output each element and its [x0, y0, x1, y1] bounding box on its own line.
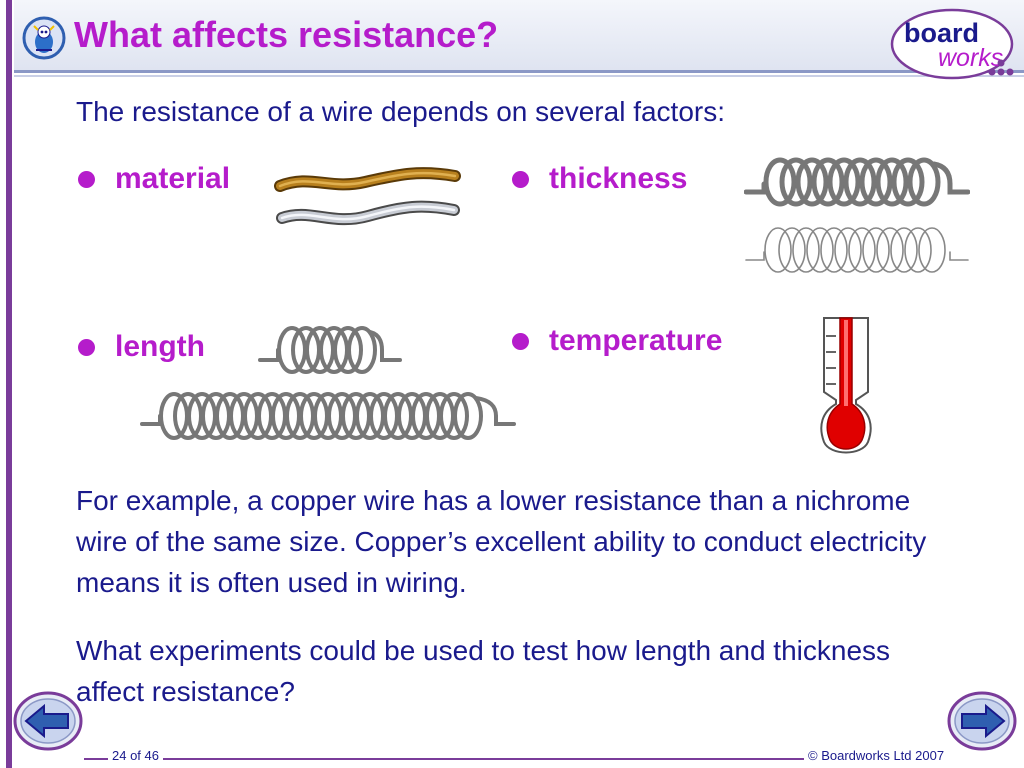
example-paragraph: For example, a copper wire has a lower r…: [76, 485, 927, 598]
boardworks-logo: board works: [890, 8, 1014, 80]
material-wires-illustration: [274, 167, 461, 226]
page-indicator: 24 of 46: [108, 748, 163, 763]
bullet-temperature: temperature: [512, 324, 722, 358]
bullet-dot: [78, 338, 95, 356]
bullet-length: length: [78, 330, 205, 364]
page-title: What affects resistance?: [74, 14, 499, 55]
arrow-right-icon: [961, 703, 1006, 739]
bullet-thickness: thickness: [512, 162, 687, 196]
boardworks-mascot-icon: [22, 16, 66, 60]
thermometer-icon: [820, 317, 872, 454]
bullet-label-temperature: temperature: [549, 324, 723, 357]
header-divider: [14, 70, 1024, 73]
bullet-dot: [512, 332, 529, 350]
logo-text-board: board: [904, 18, 979, 48]
question-paragraph: What experiments could be used to test h…: [76, 635, 891, 707]
bullet-dot: [78, 170, 95, 188]
long-coil-illustration: [140, 392, 516, 440]
forward-button[interactable]: [946, 690, 1018, 752]
bullet-label-length: length: [115, 330, 205, 363]
header-divider-light: [14, 75, 1024, 77]
intro-text: The resistance of a wire depends on seve…: [76, 96, 726, 127]
logo-text-works: works: [938, 44, 1003, 72]
back-button[interactable]: [12, 690, 84, 752]
arrow-left-icon: [24, 703, 69, 739]
bullet-label-thickness: thickness: [549, 162, 688, 195]
bullet-dot: [512, 170, 529, 188]
copyright-text: © Boardworks Ltd 2007: [804, 748, 949, 763]
footer-divider: [84, 758, 940, 760]
bullet-material: material: [78, 162, 230, 196]
bullet-label-material: material: [115, 162, 231, 195]
thin-coil-illustration: [745, 227, 969, 273]
thick-coil-illustration: [744, 157, 970, 207]
short-coil-illustration: [258, 326, 402, 374]
header-band: [14, 0, 1024, 70]
left-border: [6, 0, 12, 768]
